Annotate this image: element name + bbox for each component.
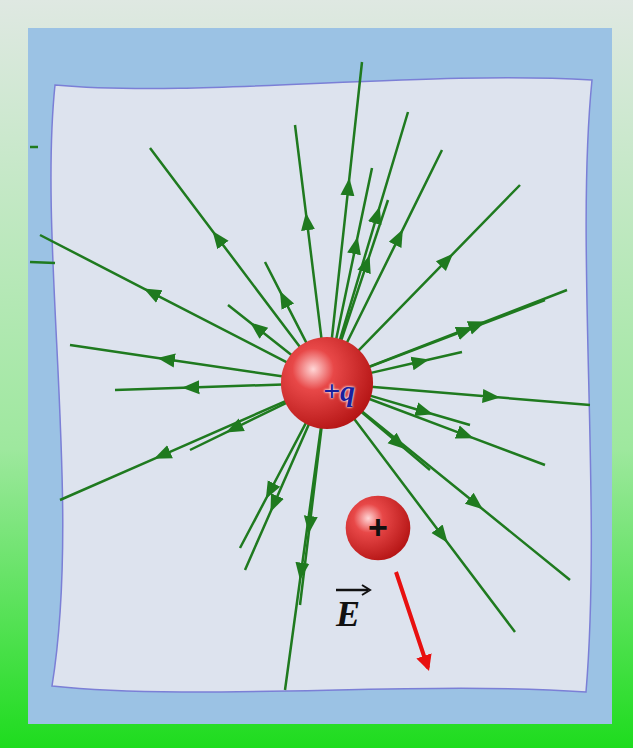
field-line: [368, 398, 545, 465]
field-line: [295, 125, 322, 339]
charge-sphere-fill: [281, 337, 373, 429]
field-line: [115, 384, 283, 390]
field-line: [369, 395, 470, 425]
field-line: [30, 262, 55, 263]
field-line: [265, 262, 307, 344]
vector-overbar-head: [362, 585, 370, 595]
field-vector-label: E: [336, 596, 360, 632]
field-line: [358, 185, 520, 351]
field-line: [371, 387, 590, 405]
field-line: [70, 345, 283, 377]
field-line: [368, 290, 567, 367]
field-line: [60, 401, 287, 500]
panel: [28, 28, 612, 724]
field-vector-arrow: [396, 572, 428, 668]
field-line: [228, 305, 292, 356]
field-line: [361, 411, 430, 470]
charge-label: +q: [323, 374, 355, 408]
field-line: [240, 422, 306, 548]
field-line: [341, 200, 388, 341]
field-line: [40, 235, 288, 363]
field-line: [332, 62, 362, 339]
test-charge: +: [345, 495, 411, 561]
source-charge: +q: [280, 336, 374, 430]
field-line: [245, 423, 309, 570]
field-lines: [40, 62, 590, 690]
field-line: [354, 418, 515, 632]
vector-overbar: [336, 589, 368, 592]
field-line: [336, 168, 372, 340]
field-line: [340, 112, 408, 341]
field-line: [300, 427, 322, 605]
field-line: [30, 146, 38, 149]
field-line: [368, 300, 545, 367]
charge-sphere-fill: [346, 496, 411, 561]
field-line: [150, 148, 301, 348]
sheet: [51, 78, 592, 692]
field-line: [190, 402, 287, 450]
charge-label: +: [368, 508, 388, 547]
